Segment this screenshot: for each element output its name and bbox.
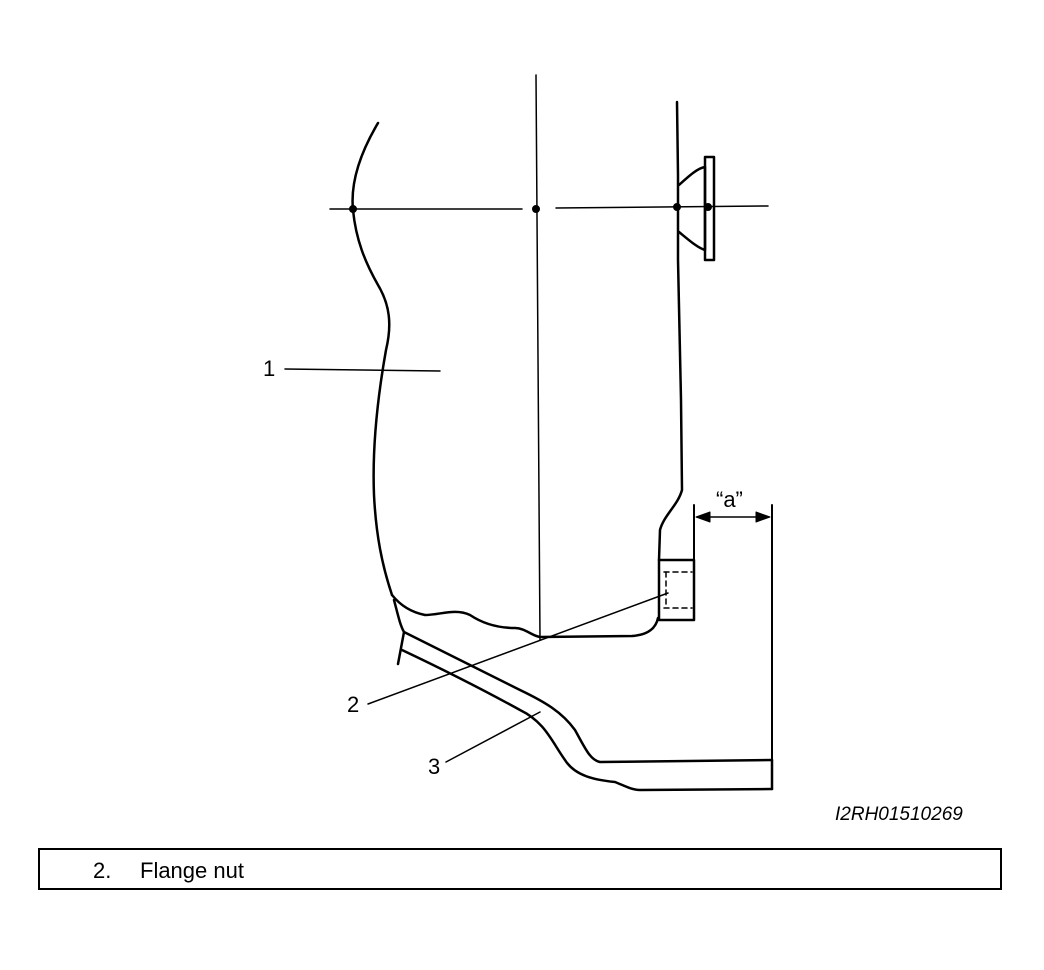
callout-part-3: 3 <box>428 754 441 779</box>
leader-line-part-1 <box>284 368 441 372</box>
dimension-a-arrow-left <box>695 511 711 523</box>
leader-line-part-2 <box>367 592 669 705</box>
bracket-upper-edge <box>392 598 774 764</box>
callout-part-2: 2 <box>347 692 360 717</box>
dimension-a-arrow-right <box>755 511 771 523</box>
vertical-centerline <box>535 74 541 641</box>
fitting-flange <box>677 165 707 252</box>
callout-part-1: 1 <box>263 356 276 381</box>
bracket-lower-edge <box>396 630 774 792</box>
part-1-bottom-edge <box>390 593 660 639</box>
legend-item-number: 2. <box>93 858 112 883</box>
leader-line-part-3 <box>445 711 541 763</box>
dimension-a-label: “a” <box>716 487 743 512</box>
horizontal-centerline-right <box>555 205 769 209</box>
flange-nut <box>657 558 696 622</box>
reference-code: I2RH01510269 <box>835 804 963 825</box>
legend-box: 2. Flange nut <box>38 848 1002 890</box>
legend-item-label: Flange nut <box>140 858 244 883</box>
fitting-cap <box>703 155 716 262</box>
part-1-break-edge <box>351 121 394 597</box>
part-1-right-edge <box>657 100 684 562</box>
centerline-dot-center <box>532 205 540 213</box>
